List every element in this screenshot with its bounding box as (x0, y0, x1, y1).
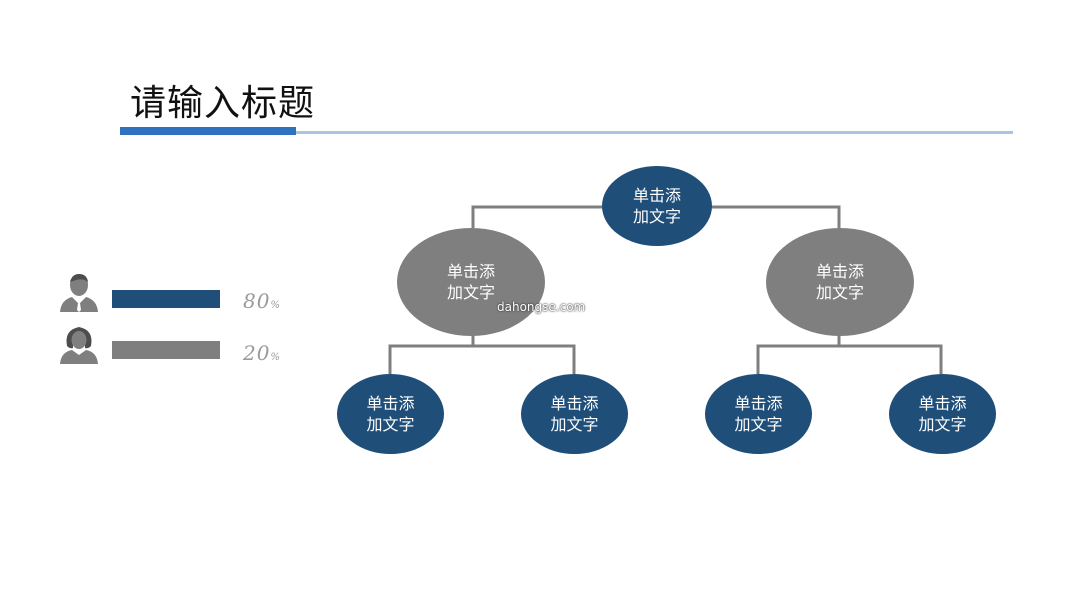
female-user-icon (60, 327, 98, 364)
page-title: 请输入标题 (130, 83, 316, 124)
connector-left (388, 328, 576, 374)
tree-leaf-2[interactable]: 单击添加文字 (521, 374, 628, 454)
tree-leaf-3[interactable]: 单击添加文字 (705, 374, 812, 454)
stat-bar-male (112, 290, 220, 308)
tree-node-left[interactable]: 单击添加文字 (397, 228, 545, 336)
title-accent-bar (120, 127, 296, 135)
tree-node-root[interactable]: 单击添加文字 (602, 166, 712, 246)
watermark-text: dahongse.com (497, 300, 586, 314)
stat-percent-female: 20% (243, 341, 281, 365)
male-user-icon (60, 274, 98, 312)
tree-leaf-4[interactable]: 单击添加文字 (889, 374, 996, 454)
stat-bar-female (112, 341, 220, 359)
title-underline (120, 131, 1013, 134)
tree-node-right[interactable]: 单击添加文字 (766, 228, 914, 336)
connector-right (756, 328, 943, 374)
stat-percent-male: 80% (243, 289, 281, 313)
tree-leaf-1[interactable]: 单击添加文字 (337, 374, 444, 454)
